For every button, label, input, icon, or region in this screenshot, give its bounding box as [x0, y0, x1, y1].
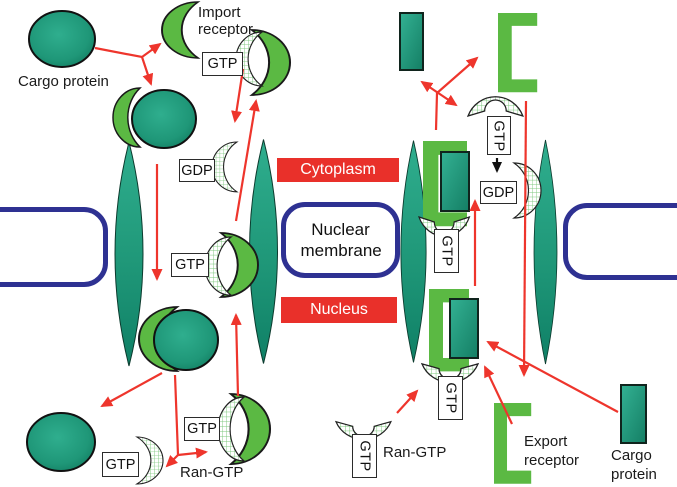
gtp-tag: GTP [184, 417, 220, 441]
pore-lens [533, 139, 558, 365]
gtp-tag-vertical: GTP [434, 229, 459, 273]
cargo-protein-ellipse [153, 309, 219, 371]
arrow-to-rangtp-complex [173, 374, 208, 459]
gdp-tag-label: GDP [181, 162, 213, 179]
membrane-segment-left [0, 207, 108, 287]
cargo-protein-ellipse [131, 89, 197, 149]
gtp-tag-label: GTP [438, 235, 455, 267]
gtp-tag-label: GTP [356, 440, 373, 472]
nuclear-membrane-label: Nuclear membrane [300, 220, 382, 260]
red-arrows [94, 42, 619, 468]
arrow-cargo-joins-complex [486, 341, 619, 413]
cargo-protein-rect [399, 12, 424, 71]
gtp-tag: GTP [202, 52, 243, 76]
gdp-tag: GDP [179, 159, 215, 182]
arrow-receptor-return [518, 100, 530, 377]
cargo-protein-ellipse [26, 412, 96, 472]
ran-gtp-crescent [217, 396, 245, 462]
export-receptor-bracket [498, 13, 538, 93]
gtp-tag-label: GTP [175, 257, 205, 273]
ran-gtp-label-right: Ran-GTP [383, 444, 447, 461]
gtp-tag-vertical: GTP [352, 434, 377, 478]
cargo-protein-top-label: Cargo protein [18, 73, 109, 90]
gtp-tag: GTP [171, 253, 209, 277]
gtp-tag-vertical: GTP [487, 116, 511, 155]
nucleus-banner-label: Nucleus [310, 301, 368, 318]
membrane-segment-center: Nuclear membrane [281, 202, 400, 278]
gdp-tag-label: GDP [482, 184, 515, 201]
arrow-cargo-release [100, 372, 163, 407]
ran-gtp-crescent [136, 436, 164, 485]
arrow-receptor-recycle-up [234, 99, 260, 222]
cargo-protein-rect [440, 151, 470, 212]
pore-lens [400, 140, 427, 363]
cargo-protein-bottom-label: Cargo protein [611, 447, 657, 483]
ran-gdp-crescent [211, 141, 238, 193]
arrow-receptor-joins-complex [484, 365, 513, 425]
ran-gtp-label-left: Ran-GTP [180, 464, 244, 481]
arrow-rangtp-joins-complex [396, 389, 419, 414]
arrow-receptor-released [434, 56, 479, 131]
arrow-cargo-to-receptor [94, 42, 162, 59]
gtp-tag-label: GTP [207, 56, 238, 72]
cargo-protein-rect [620, 384, 647, 444]
membrane-segment-right [563, 203, 677, 280]
cytoplasm-banner-label: Cytoplasm [300, 161, 376, 178]
arrow-cargo-binds [140, 56, 154, 86]
gdp-tag: GDP [480, 181, 517, 204]
gtp-tag-label: GTP [442, 382, 459, 414]
arrow-rangtp-down [231, 68, 245, 123]
cytoplasm-banner: Cytoplasm [277, 158, 399, 182]
cargo-protein-rect [449, 298, 479, 359]
import-receptor-label: Import receptor [198, 4, 254, 38]
ran-gtp-arch [467, 96, 524, 117]
gtp-tag-label: GTP [491, 119, 507, 152]
nucleus-banner: Nucleus [281, 297, 397, 323]
arrow-to-rangtp [165, 454, 179, 468]
export-receptor-label: Export receptor [524, 433, 580, 469]
arrow-cargo-ran-exchange [420, 80, 458, 107]
gtp-tag-label: GTP [105, 456, 136, 473]
cargo-proteins-round [26, 10, 219, 472]
import-receptor-crescent [161, 1, 199, 59]
cargo-proteins-rect [399, 12, 647, 444]
arrow-complex-exit-up [230, 313, 242, 397]
gtp-tag-vertical: GTP [438, 376, 463, 420]
cargo-protein-ellipse [28, 10, 96, 68]
gtp-tag: GTP [102, 452, 139, 477]
gtp-tag-label: GTP [187, 421, 217, 437]
